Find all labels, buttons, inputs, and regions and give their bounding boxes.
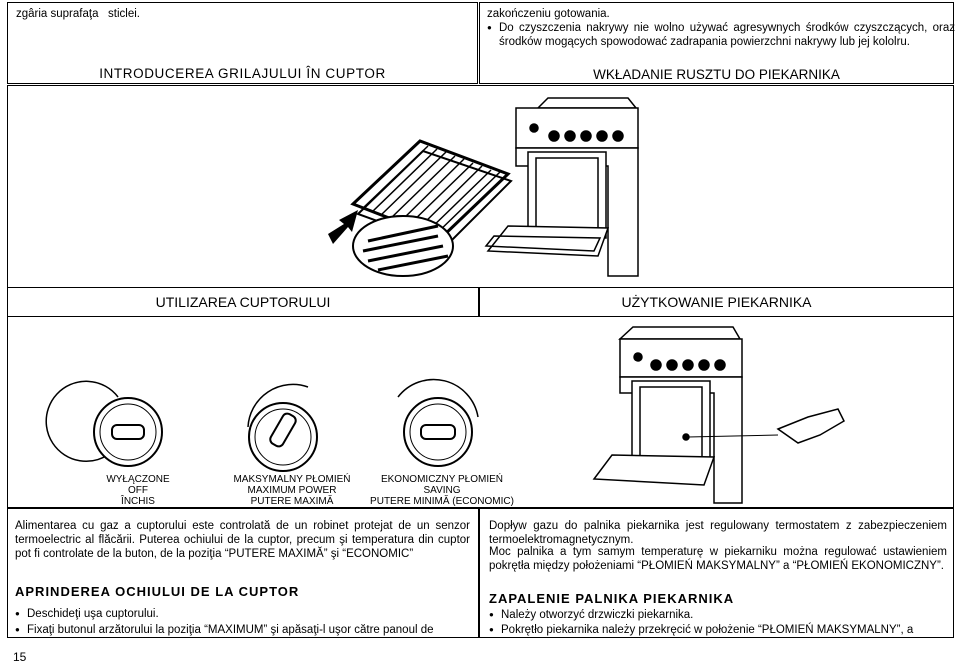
use-oven-heading-ro: UTILIZAREA CUPTORULUI: [155, 294, 331, 310]
top-left-text: zgâria suprafaţa sticlei.: [16, 8, 141, 20]
knob-eco-icon: [397, 378, 479, 467]
bottom-right-bullet-1: Należy otworzyć drzwiczki piekarnika.: [489, 608, 959, 622]
grill-heading-ro: INTRODUCEREA GRILAJULUI ÎN CUPTOR: [99, 66, 386, 81]
bottom-left-paragraph: Alimentarea cu gaz a cuptorului este con…: [15, 520, 470, 560]
knob-illustration-box: WYŁĄCZONE OFF ÎNCHIS MAKSYMALNY PŁOMIEŃ …: [7, 316, 954, 508]
knob-off-icon: [45, 380, 163, 467]
bottom-left-bullet-2: Fixaţi butonul arzătorului la poziţia “M…: [15, 623, 487, 637]
bottom-left-box: Alimentarea cu gaz a cuptorului este con…: [7, 508, 479, 638]
knob-positions-illustration: WYŁĄCZONE OFF ÎNCHIS MAKSYMALNY PŁOMIEŃ …: [45, 326, 845, 507]
ignition-heading-ro: APRINDEREA OCHIULUI DE LA CUPTOR: [15, 584, 300, 599]
knob-eco-label-1: EKONOMICZNY PŁOMIEŃ: [381, 472, 503, 485]
knob-off-label-2: OFF: [128, 485, 148, 496]
top-left-box: zgâria suprafaţa sticlei. INTRODUCEREA G…: [7, 2, 478, 84]
knob-eco-label-2: SAVING: [423, 485, 460, 496]
knob-max-label-1: MAKSYMALNY PŁOMIEŃ: [233, 472, 350, 485]
section-header-left-box: UTILIZAREA CUPTORULUI: [7, 287, 479, 317]
bottom-right-paragraph-2: Moc palnika a tym samym temperaturę w pi…: [489, 546, 947, 572]
grill-heading-pl: WKŁADANIE RUSZTU DO PIEKARNIKA: [593, 67, 840, 82]
bottom-left-bullet-1: Deschideţi uşa cuptorului.: [15, 607, 482, 621]
bottom-right-paragraph-1: Dopływ gazu do palnika piekarnika jest r…: [489, 520, 947, 546]
knob-max-label-2: MAXIMUM POWER: [248, 485, 337, 496]
section-header-right-box: UŻYTKOWANIE PIEKARNIKA: [479, 287, 954, 317]
bottom-right-box: Dopływ gazu do palnika piekarnika jest r…: [479, 508, 954, 638]
top-right-bullet: Do czyszczenia nakrywy nie wolno używać …: [487, 21, 955, 49]
arrow-icon: [328, 210, 358, 244]
use-oven-heading-pl: UŻYTKOWANIE PIEKARNIKA: [621, 294, 812, 310]
knob-off-label-3: ÎNCHIS: [120, 494, 155, 507]
grill-insertion-illustration: [328, 97, 639, 277]
oven-open-door: [484, 97, 639, 277]
page-number: 15: [13, 650, 27, 664]
knob-max-label-3: PUTERE MAXIMĂ: [251, 494, 334, 507]
grill-illustration-box: [7, 85, 954, 288]
knob-max-icon: [247, 383, 318, 472]
top-right-box: zakończeniu gotowania. Do czyszczenia na…: [479, 2, 955, 84]
ignition-heading-pl: ZAPALENIE PALNIKA PIEKARNIKA: [489, 591, 735, 606]
knob-eco-label-3: PUTERE MINIMĂ (ECONOMIC): [370, 494, 514, 507]
bottom-right-bullet-2: Pokrętło piekarnika należy przekręcić w …: [489, 623, 960, 637]
top-right-line1: zakończeniu gotowania.: [487, 8, 610, 20]
knob-off-label-1: WYŁĄCZONE: [106, 474, 170, 485]
rail-detail-circle: [352, 215, 454, 277]
oven-ignition-illustration: [592, 326, 845, 504]
